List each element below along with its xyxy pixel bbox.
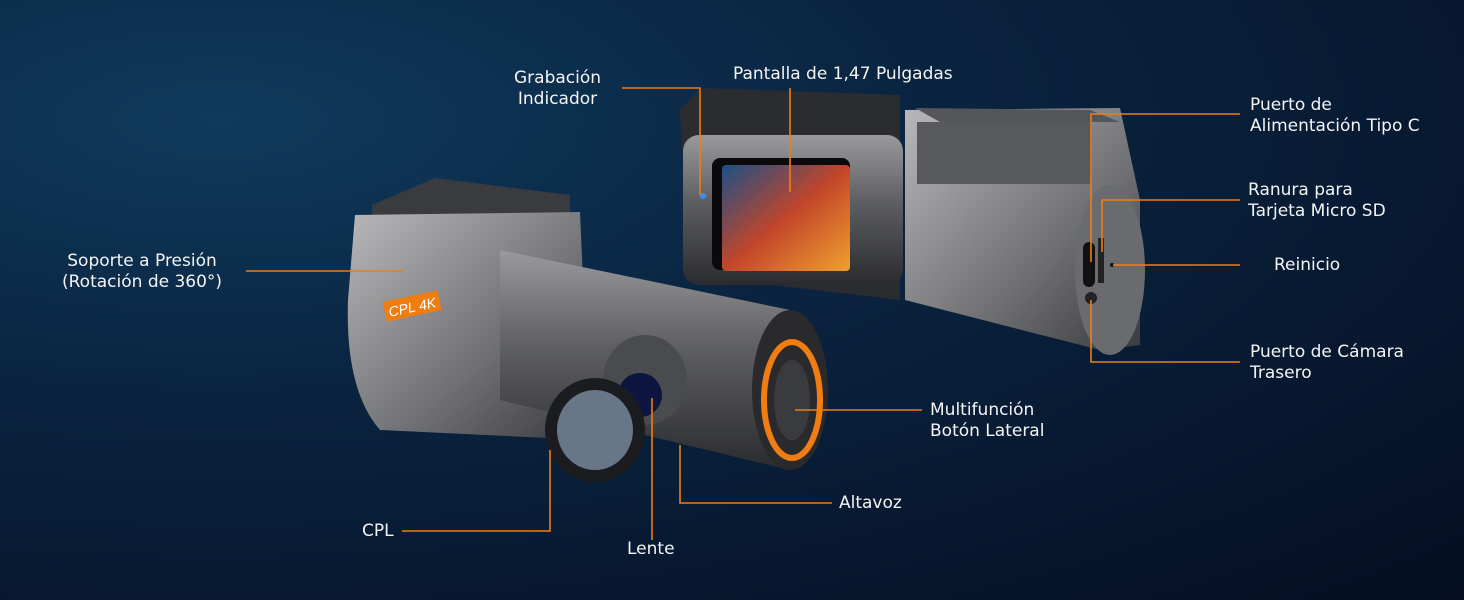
label-cpl: CPL bbox=[362, 521, 394, 541]
cpl-filter bbox=[557, 390, 633, 470]
label-line: Alimentación Tipo C bbox=[1250, 116, 1420, 136]
label-line: (Rotación de 360°) bbox=[62, 272, 223, 292]
label-line: Soporte a Presión bbox=[67, 251, 217, 271]
front-device: CPL 4K bbox=[347, 178, 828, 482]
leader-sd bbox=[1101, 199, 1240, 252]
label-line: Botón Lateral bbox=[930, 421, 1045, 441]
label-sd-slot: Ranura para Tarjeta Micro SD bbox=[1248, 180, 1386, 222]
label-line: Puerto de bbox=[1250, 95, 1332, 115]
leader-rear-cam bbox=[1090, 300, 1240, 363]
label-line: Trasero bbox=[1250, 363, 1312, 383]
label-line: Tarjeta Micro SD bbox=[1248, 201, 1386, 221]
label-side-button: Multifunción Botón Lateral bbox=[930, 400, 1044, 442]
label-mount: Soporte a Presión (Rotación de 360°) bbox=[62, 251, 222, 293]
usb-c-port bbox=[1083, 242, 1095, 287]
rear-device bbox=[680, 88, 1145, 355]
label-line: Multifunción bbox=[930, 400, 1035, 420]
label-recording-indicator: Grabación Indicador bbox=[514, 68, 601, 110]
sd-slot bbox=[1098, 238, 1104, 283]
label-line: Ranura para bbox=[1248, 180, 1353, 200]
label-line: Puerto de Cámara bbox=[1250, 342, 1404, 362]
leader-cpl bbox=[402, 450, 551, 532]
power-button bbox=[774, 360, 810, 440]
recording-led bbox=[700, 193, 706, 199]
leader-speaker bbox=[679, 445, 832, 504]
label-line: Indicador bbox=[517, 89, 598, 109]
screen-image bbox=[722, 165, 850, 271]
label-speaker: Altavoz bbox=[839, 493, 902, 513]
label-rear-camera-port: Puerto de Cámara Trasero bbox=[1250, 342, 1404, 384]
rear-camera-port bbox=[1085, 292, 1097, 304]
label-power-port: Puerto de Alimentación Tipo C bbox=[1250, 95, 1420, 137]
label-lens: Lente bbox=[627, 539, 675, 559]
label-line: Grabación bbox=[514, 68, 602, 88]
leader-power bbox=[1090, 113, 1240, 262]
leader-lines bbox=[246, 87, 1240, 540]
label-screen: Pantalla de 1,47 Pulgadas bbox=[733, 64, 953, 84]
label-reset: Reinicio bbox=[1274, 255, 1341, 275]
leader-recording bbox=[622, 87, 701, 195]
